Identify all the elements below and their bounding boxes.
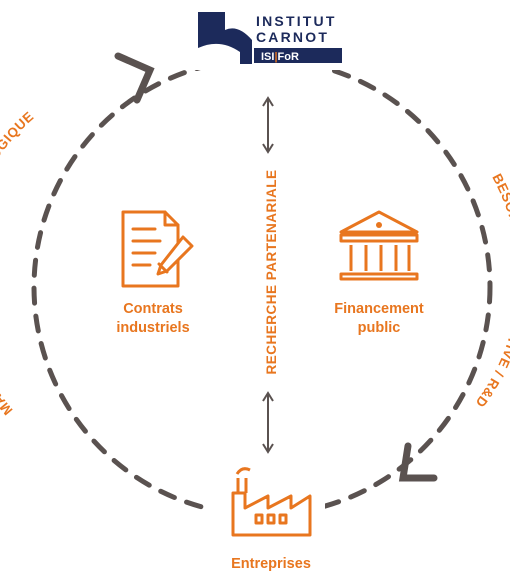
contracts-label-line-1: Contrats	[123, 301, 183, 317]
logo-line-2: CARNOT	[256, 29, 329, 45]
logo-badge-part-2: FoR	[278, 51, 299, 63]
cycle-dashed-circle	[31, 56, 493, 518]
center-vertical-label: RECHERCHE PARTENARIALE	[264, 169, 279, 374]
contracts-label-line-2: industriels	[116, 320, 189, 336]
logo-badge-part-1: ISI	[261, 51, 274, 63]
funding-label-line-1: Financement	[334, 301, 424, 317]
arrowhead-bottom-right-icon	[398, 442, 438, 482]
contract-pen-icon	[121, 210, 194, 288]
factory-icon	[231, 467, 312, 537]
vertical-double-arrow-top-icon	[262, 96, 274, 154]
bank-building-icon	[339, 210, 419, 281]
svg-text:ISI|FoR: ISI|FoR	[261, 51, 299, 63]
left-arc-label: MATURATION / TRANSFERT TECHNOLOGIQUE	[0, 109, 37, 418]
funding-label-line-2: public	[358, 320, 401, 336]
arrowhead-top-left-icon	[114, 52, 155, 104]
companies-label: Entreprises	[231, 556, 311, 571]
institut-carnot-logo: INSTITUT CARNOT ISI|FoR	[198, 12, 342, 64]
logo-line-1: INSTITUT	[256, 13, 337, 29]
vertical-double-arrow-bottom-icon	[262, 391, 274, 454]
